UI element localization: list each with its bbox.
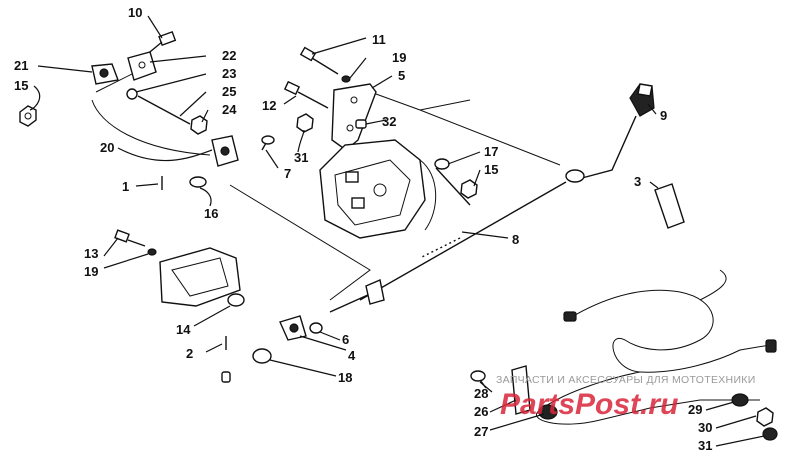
callout-4: 4 [348, 348, 356, 363]
callout-12: 12 [262, 98, 276, 113]
rod-clevis [365, 279, 385, 305]
callout-28: 28 [474, 386, 488, 401]
washer-6 [309, 322, 323, 334]
bracket-5 [331, 83, 377, 151]
harness-connector-right [765, 339, 777, 353]
shift-knob-9 [629, 83, 655, 117]
callout-19-upper: 19 [392, 50, 406, 65]
callout-32: 32 [382, 114, 396, 129]
callout-27: 27 [474, 424, 488, 439]
bolt-17 [434, 158, 471, 206]
lever-20-block [211, 135, 239, 167]
callout-17: 17 [484, 144, 498, 159]
bolt-7 [261, 135, 275, 151]
nut-15-right [460, 179, 478, 199]
callout-31-upper: 31 [294, 150, 308, 165]
cover-14 [159, 247, 241, 307]
callout-22: 22 [222, 48, 236, 63]
spacer-32 [355, 119, 367, 129]
washer-19-upper [341, 75, 351, 83]
nut-15-left [19, 105, 37, 127]
callout-15-right: 15 [484, 162, 498, 177]
plate-3 [654, 183, 685, 229]
callout-3: 3 [634, 174, 641, 189]
shift-lever-shaft [581, 115, 637, 179]
bolt-11 [299, 46, 339, 75]
nut-31-upper [296, 113, 314, 133]
upper-left-linkage [19, 30, 275, 190]
lever-pivot-collar [565, 169, 585, 183]
callout-31-lower: 31 [698, 438, 712, 453]
washer-18 [252, 348, 272, 364]
brake-caliper [319, 139, 437, 239]
callout-29: 29 [688, 402, 702, 417]
callout-5: 5 [398, 68, 405, 83]
plug-29 [731, 393, 749, 407]
callout-7: 7 [284, 166, 291, 181]
callout-18: 18 [338, 370, 352, 385]
bushing [227, 293, 245, 307]
wiring-harness [470, 269, 778, 441]
callout-2: 2 [186, 346, 193, 361]
callout-16: 16 [204, 206, 218, 221]
caliper-assembly [283, 46, 478, 239]
callout-15-left: 15 [14, 78, 28, 93]
link-4 [279, 315, 307, 341]
callout-25: 25 [222, 84, 236, 99]
shift-lever-assembly [329, 83, 685, 313]
callout-20: 20 [100, 140, 114, 155]
callout-26: 26 [474, 404, 488, 419]
callout-19-lower: 19 [84, 264, 98, 279]
callout-11: 11 [372, 32, 386, 47]
callout-1: 1 [122, 179, 129, 194]
rod-8 [329, 181, 567, 313]
clip-26 [511, 365, 531, 415]
bracket-22 [127, 51, 157, 81]
callout-14: 14 [176, 322, 191, 337]
callout-24: 24 [222, 102, 237, 117]
washer-16 [189, 176, 207, 188]
switch-27 [538, 404, 558, 420]
callout-9: 9 [660, 108, 667, 123]
callout-labels: 10 21 15 22 23 25 24 20 1 16 7 11 19 5 1… [14, 5, 712, 453]
link-21 [91, 63, 119, 85]
cap-31 [762, 427, 778, 441]
callout-13: 13 [84, 246, 98, 261]
nut-24 [190, 115, 208, 135]
callout-10: 10 [128, 5, 142, 20]
callout-21: 21 [14, 58, 28, 73]
nut-30 [756, 407, 774, 427]
assembly-outline [91, 69, 561, 301]
callout-23: 23 [222, 66, 236, 81]
washer-23 [126, 88, 138, 100]
rod-25 [137, 95, 191, 125]
watermark: ЗАПЧАСТИ И АКСЕССУАРЫ ДЛЯ МОТОТЕХНИКИ Pa… [496, 374, 756, 421]
watermark-logo: PartsPost.ru [500, 388, 678, 421]
washer-19-lower [147, 248, 157, 256]
callout-6: 6 [342, 332, 349, 347]
harness-connector-left [563, 311, 577, 322]
callout-30: 30 [698, 420, 712, 435]
bolt-13 [114, 229, 146, 247]
pin-small [221, 371, 231, 383]
lower-left-assembly [114, 229, 323, 383]
leader-lines [29, 15, 765, 447]
watermark-text: ЗАПЧАСТИ И АКСЕССУАРЫ ДЛЯ МОТОТЕХНИКИ [496, 374, 756, 386]
bolt-12 [283, 80, 329, 109]
callout-8: 8 [512, 232, 519, 247]
